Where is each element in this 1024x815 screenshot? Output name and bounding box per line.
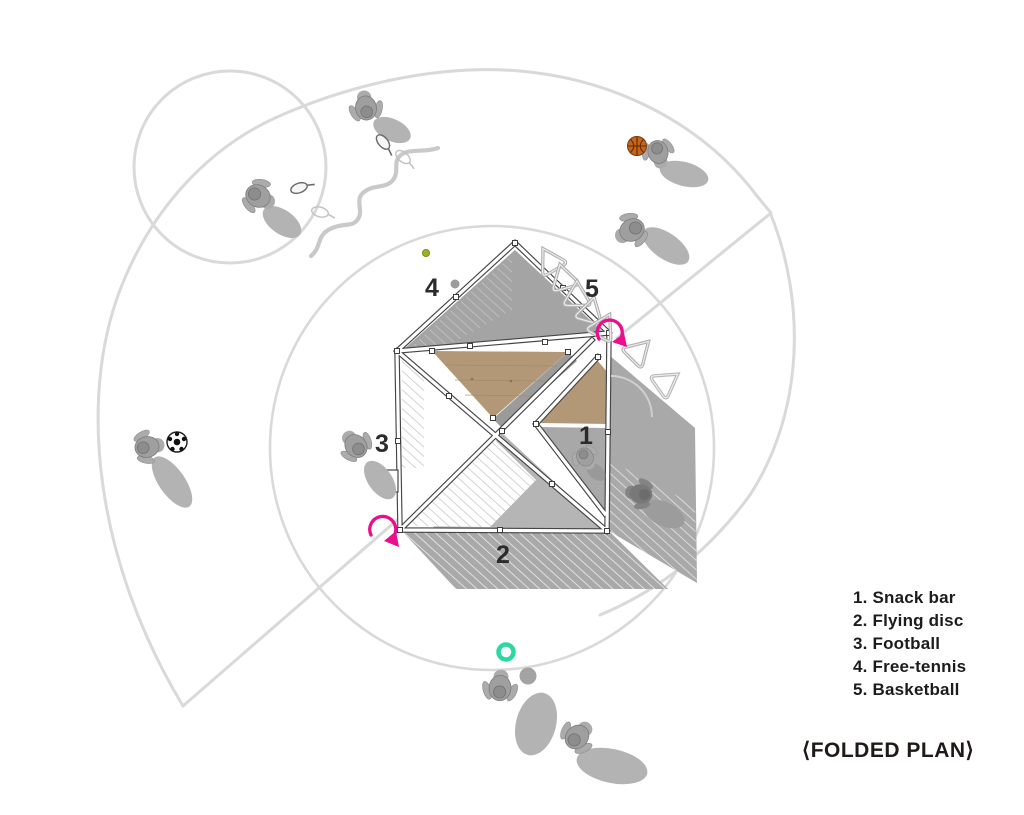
figure-shadow [659, 160, 709, 188]
rotation-arrow-icon-top [595, 318, 627, 347]
disc-shadow [519, 667, 537, 685]
wood-panel-room [540, 360, 608, 424]
squiggle-path [308, 145, 441, 259]
figure-disc-thrower [478, 667, 522, 704]
rotation-arrow-icon-bottom [368, 514, 399, 547]
gray-ball-icon [450, 279, 460, 289]
plan-label-5: 5 [585, 275, 599, 303]
flying-disc-icon [496, 642, 516, 662]
plan-label-1: 1 [579, 422, 593, 450]
plan-label-2: 2 [496, 541, 510, 569]
legend-item-basketball: 5. Basketball [853, 680, 960, 699]
plan-number-labels: 1 2 3 4 5 [375, 274, 599, 569]
figure-shadow [643, 499, 685, 529]
legend-item-snack-bar: 1. Snack bar [853, 588, 956, 607]
outer-fan-arc [96, 68, 759, 708]
tennis-court-circle [132, 69, 328, 265]
legend-item-football: 3. Football [853, 634, 941, 653]
inner-fan-circle [268, 224, 716, 672]
racket-icon [288, 177, 317, 197]
fan-corner-lines [615, 194, 773, 340]
plan-label-4: 4 [425, 274, 439, 302]
figure-shadow [576, 747, 648, 785]
wall-joints [394, 240, 612, 534]
figure-shadow [514, 692, 558, 756]
figure-shadow [262, 206, 302, 238]
building-plan [386, 239, 653, 535]
door-swing-arc [610, 375, 653, 418]
legend: 1. Snack bar 2. Flying disc 3. Football … [853, 586, 966, 701]
soccer-ball-icon [166, 431, 188, 453]
legend-item-flying-disc: 2. Flying disc [853, 611, 964, 630]
basketball-icon [627, 136, 647, 156]
figure-shadow [642, 227, 690, 265]
page-title: ⟨FOLDED PLAN⟩ [802, 739, 975, 762]
plan-label-3: 3 [375, 430, 389, 458]
tennis-ball-icon [421, 248, 430, 257]
figure-shadow [364, 460, 396, 500]
legend-item-free-tennis: 4. Free-tennis [853, 657, 967, 676]
wood-panel-main [432, 351, 568, 418]
figure-shadow [151, 456, 193, 508]
